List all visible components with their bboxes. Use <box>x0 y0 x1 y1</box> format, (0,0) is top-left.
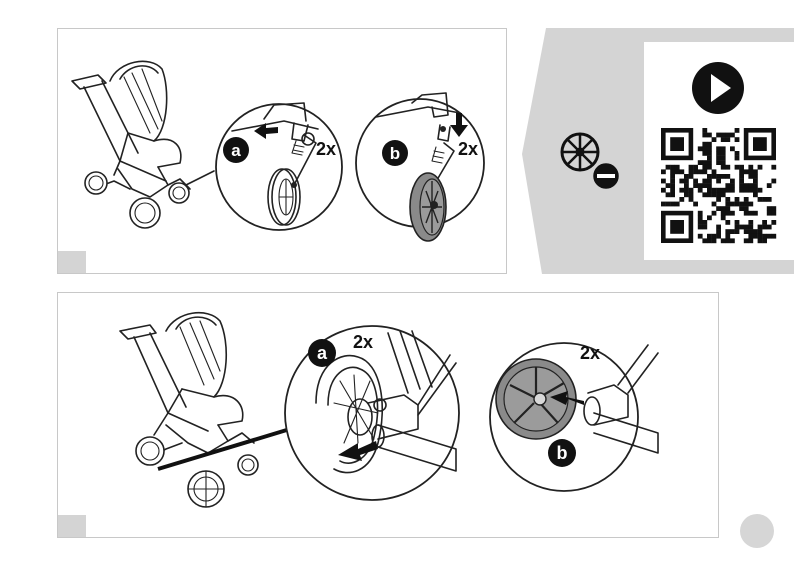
badge-b: b <box>382 140 408 166</box>
badge-a: a <box>223 137 249 163</box>
count-a-label: 2x <box>316 139 336 159</box>
detail-circle-b <box>356 93 484 241</box>
badge-a: a <box>308 339 336 367</box>
play-icon[interactable] <box>692 62 744 114</box>
stroller-illustration <box>72 61 190 228</box>
badge-b: b <box>548 439 576 467</box>
step-tab <box>58 515 86 537</box>
badge-a-label: a <box>231 141 241 160</box>
count-b-label: 2x <box>580 343 600 363</box>
step-panel-front-wheels: a 2x b 2x <box>57 28 507 274</box>
info-side-panel <box>520 28 794 274</box>
badge-a-label: a <box>317 343 328 363</box>
count-a-label: 2x <box>353 332 373 352</box>
count-b-label: 2x <box>458 139 478 159</box>
callout-line <box>186 171 214 185</box>
page-number-dot <box>740 514 774 548</box>
step-tab <box>58 251 86 273</box>
detail-circle-b <box>490 343 658 491</box>
badge-b-label: b <box>390 144 400 163</box>
badge-b-label: b <box>557 443 568 463</box>
stroller-illustration <box>120 313 258 507</box>
step-panel-rear-wheels: a 2x b 2x <box>57 292 719 538</box>
detail-circle-a <box>216 103 342 230</box>
